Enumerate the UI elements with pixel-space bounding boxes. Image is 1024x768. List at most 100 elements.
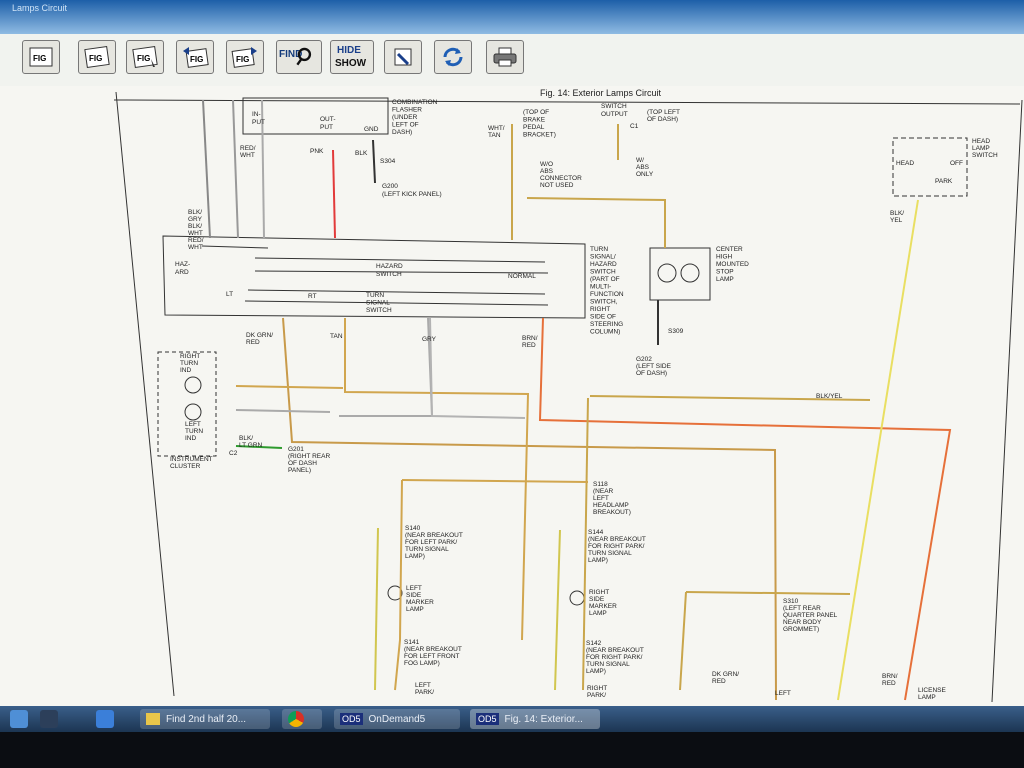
diagram-label-s141: FOR LEFT FRONT (404, 653, 460, 660)
diagram-label-park: PARK (935, 178, 953, 185)
diagram-label-s118: HEADLAMP (593, 502, 629, 509)
diagram-label-turn_hazard: RIGHT (590, 306, 610, 313)
diagram-label-top_wires: BLK/ (188, 209, 202, 216)
notes-icon (394, 48, 412, 66)
diagram-label-c2: C2 (229, 450, 238, 457)
diagram-label-g202: G202 (636, 356, 652, 363)
diagram-label-g201: PANEL) (288, 467, 311, 474)
diagram-label-input: IN- (252, 111, 261, 118)
taskbar-item-chrome[interactable] (282, 709, 322, 729)
diagram-label-hazard_switch: SWITCH (376, 271, 402, 278)
diagram-label-s142: LAMP) (586, 668, 606, 675)
diagram-label-abs_connector: ABS (540, 168, 554, 175)
taskbar-item-figure[interactable]: OD5 Fig. 14: Exterior... (470, 709, 600, 729)
diagram-label-wht_tan: WHT/ (488, 125, 505, 132)
diagram-label-normal: NORMAL (508, 273, 536, 280)
diagram-label-left_park: PARK/ (415, 689, 434, 696)
od5-icon: OD5 (476, 713, 499, 725)
svg-text:FIG: FIG (89, 54, 102, 63)
notes-button[interactable] (384, 40, 422, 74)
diagram-label-turn_hazard: (PART OF (590, 276, 620, 283)
diagram-label-s144: FOR RIGHT PARK/ (588, 543, 645, 550)
diagram-label-s310: QUARTER PANEL (783, 612, 838, 619)
diagram-label-blk_ltgrn: LT GRN (239, 442, 263, 449)
diagram-label-left_turn: IND (185, 435, 197, 442)
figure-title: Fig. 14: Exterior Lamps Circuit (540, 88, 662, 98)
find-label: FIND (279, 49, 303, 60)
window-title: Lamps Circuit (12, 3, 68, 13)
diagram-label-s140: TURN SIGNAL (405, 546, 449, 553)
diagram-label-abs_connector: W/O (540, 161, 553, 168)
diagram-label-s142: TURN SIGNAL (586, 661, 630, 668)
ie-icon[interactable] (96, 710, 114, 728)
diagram-label-top_wires: BLK/ (188, 223, 202, 230)
diagram-label-lt: LT (226, 291, 233, 298)
fig-forward-button[interactable]: FIG (226, 40, 264, 74)
fig-select-button[interactable]: FIG (126, 40, 164, 74)
diagram-label-brn_red_bottom: BRN/ (882, 673, 898, 680)
diagram-label-center_stop: HIGH (716, 254, 733, 261)
diagram-label-s140: LAMP) (405, 553, 425, 560)
taskbar-item-label: Fig. 14: Exterior... (504, 713, 583, 725)
diagram-label-turn_hazard: SWITCH, (590, 299, 618, 306)
diagram-label-left_marker: SIDE (406, 592, 422, 599)
diagram-label-s310: GROMMET) (783, 626, 819, 633)
diagram-label-license: LICENSE (918, 687, 946, 694)
taskbar-item-label: Find 2nd half 20... (166, 713, 247, 725)
diagram-label-right_marker: RIGHT (589, 589, 609, 596)
diagram-label-dkgrn_red: DK GRN/ (246, 332, 273, 339)
magnifier-icon (296, 47, 312, 66)
diagram-label-s141: FOG LAMP) (404, 660, 440, 667)
refresh-button[interactable] (434, 40, 472, 74)
diagram-label-left_turn: TURN (185, 428, 203, 435)
diagram-label-s304: S304 (380, 158, 396, 165)
diagram-label-turn_hazard: MULTI- (590, 284, 611, 291)
diagram-label-right_park: PARK/ (587, 692, 606, 699)
diagram-label-g202: OF DASH) (636, 370, 667, 377)
diagram-label-blk_ltgrn: BLK/ (239, 435, 253, 442)
diagram-label-right_park: RIGHT (587, 685, 607, 692)
diagram-label-left: LEFT (775, 690, 791, 697)
taskbar-item-label: OnDemand5 (368, 713, 426, 725)
diagram-label-flasher: COMBINATION (392, 99, 438, 106)
refresh-icon (443, 47, 463, 67)
show-label: SHOW (335, 58, 367, 69)
wiring-diagram: Fig. 14: Exterior Lamps Circuit COMBINAT… (0, 86, 1024, 708)
diagram-label-left_marker: LEFT (406, 585, 422, 592)
diagram-label-switch_output: SWITCH (601, 103, 627, 110)
start-icon[interactable] (10, 710, 28, 728)
svg-text:FIG: FIG (137, 54, 150, 63)
diagram-label-s310: S310 (783, 598, 799, 605)
diagram-label-top_wires: WHT (188, 230, 203, 237)
fig-view-button[interactable]: FIG (78, 40, 116, 74)
diagram-label-brake_switch: BRACKET) (523, 132, 556, 139)
print-button[interactable] (486, 40, 524, 74)
find-button[interactable]: FIND (276, 40, 322, 74)
diagram-label-s141: (NEAR BREAKOUT (404, 646, 462, 653)
diagram-label-s144: S144 (588, 529, 604, 536)
fig-back-button[interactable]: FIG (176, 40, 214, 74)
taskbar-item-folder[interactable]: Find 2nd half 20... (140, 709, 270, 729)
diagram-label-license: LAMP (918, 694, 936, 701)
fig-index-button[interactable]: FIG (22, 40, 60, 74)
diagram-label-w_abs: ABS (636, 164, 650, 171)
diagram-label-hazard_switch: HAZARD (376, 263, 403, 270)
diagram-label-head_lamp_switch: HEAD (972, 138, 990, 145)
media-player-icon[interactable] (40, 710, 58, 728)
diagram-label-s309: S309 (668, 328, 684, 335)
taskbar-item-ondemand[interactable]: OD5 OnDemand5 (334, 709, 460, 729)
diagram-label-turn_signal_switch: SWITCH (366, 307, 392, 314)
diagram-label-brn_red_bottom: RED (882, 680, 896, 687)
diagram-label-top_wires: WHT (188, 244, 203, 251)
fig-index-icon: FIG (29, 47, 53, 67)
printer-icon (493, 47, 517, 67)
diagram-label-center_stop: CENTER (716, 246, 743, 253)
diagram-label-left_turn: LEFT (185, 421, 201, 428)
diagram-label-turn_hazard: SIDE OF (590, 314, 616, 321)
diagram-label-brake_switch: BRAKE (523, 117, 546, 124)
diagram-label-turn_hazard: STEERING (590, 321, 623, 328)
diagram-label-red_wht: RED/ (240, 145, 256, 152)
diagram-label-rt: RT (308, 293, 317, 300)
hide-show-button[interactable]: HIDE SHOW (330, 40, 374, 74)
